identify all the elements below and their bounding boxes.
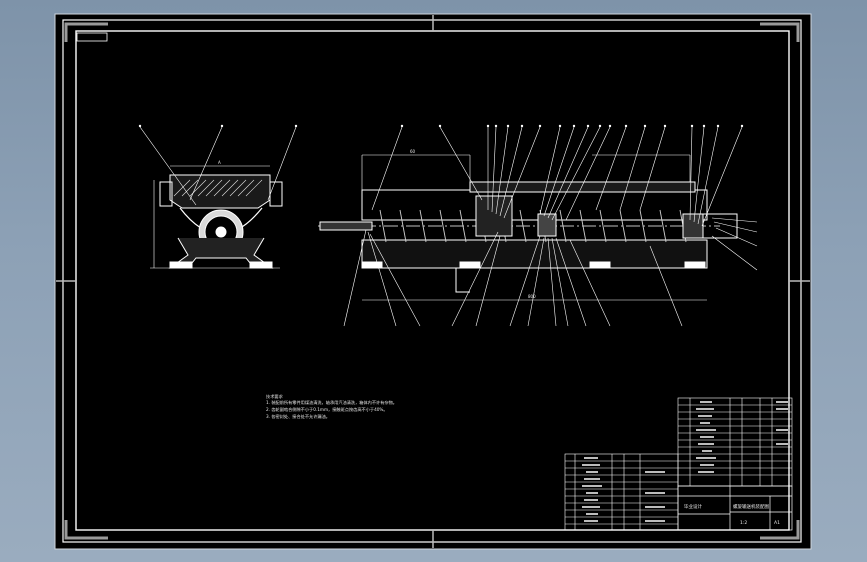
title-drawing-name: 螺旋输送机装配图	[733, 503, 769, 510]
section-view-left	[150, 165, 283, 269]
parts-list-upper-fills	[696, 401, 788, 473]
title-scale: 1:2	[740, 520, 747, 526]
title-block	[677, 485, 793, 531]
top-left-tag	[76, 32, 108, 42]
notes-heading: 技术要求	[266, 393, 284, 400]
title-school: 毕业设计	[684, 503, 702, 510]
notes-line-2: 2. 齿轮副啮合侧隙不小于0.1mm，接触斑点按齿高不小于40%。	[266, 406, 388, 413]
dimension-overall: 800	[528, 294, 536, 299]
notes-line-3: 3. 各密封处、接合处不允许漏油。	[266, 413, 330, 420]
centering-marks	[56, 15, 810, 548]
leaders-top	[371, 126, 743, 227]
drawing-sheet	[54, 13, 812, 550]
title-sheet: A1	[774, 520, 780, 526]
dimension-short: 60	[410, 149, 416, 154]
main-assembly-view	[318, 154, 738, 301]
parts-list-lower-fills	[582, 457, 665, 522]
leaders-left	[139, 126, 297, 206]
leaders-right	[711, 217, 758, 271]
section-mark: A	[218, 160, 221, 165]
balloon-markers-top	[138, 124, 744, 128]
corner-marks	[64, 22, 800, 540]
notes-line-1: 1. 装配前所有零件用煤油清洗，轴承用汽油清洗，箱体内不许有杂物。	[266, 399, 397, 406]
technical-notes: 技术要求 1. 装配前所有零件用煤油清洗，轴承用汽油清洗，箱体内不许有杂物。 2…	[266, 393, 397, 420]
leaders-bottom	[343, 229, 683, 327]
